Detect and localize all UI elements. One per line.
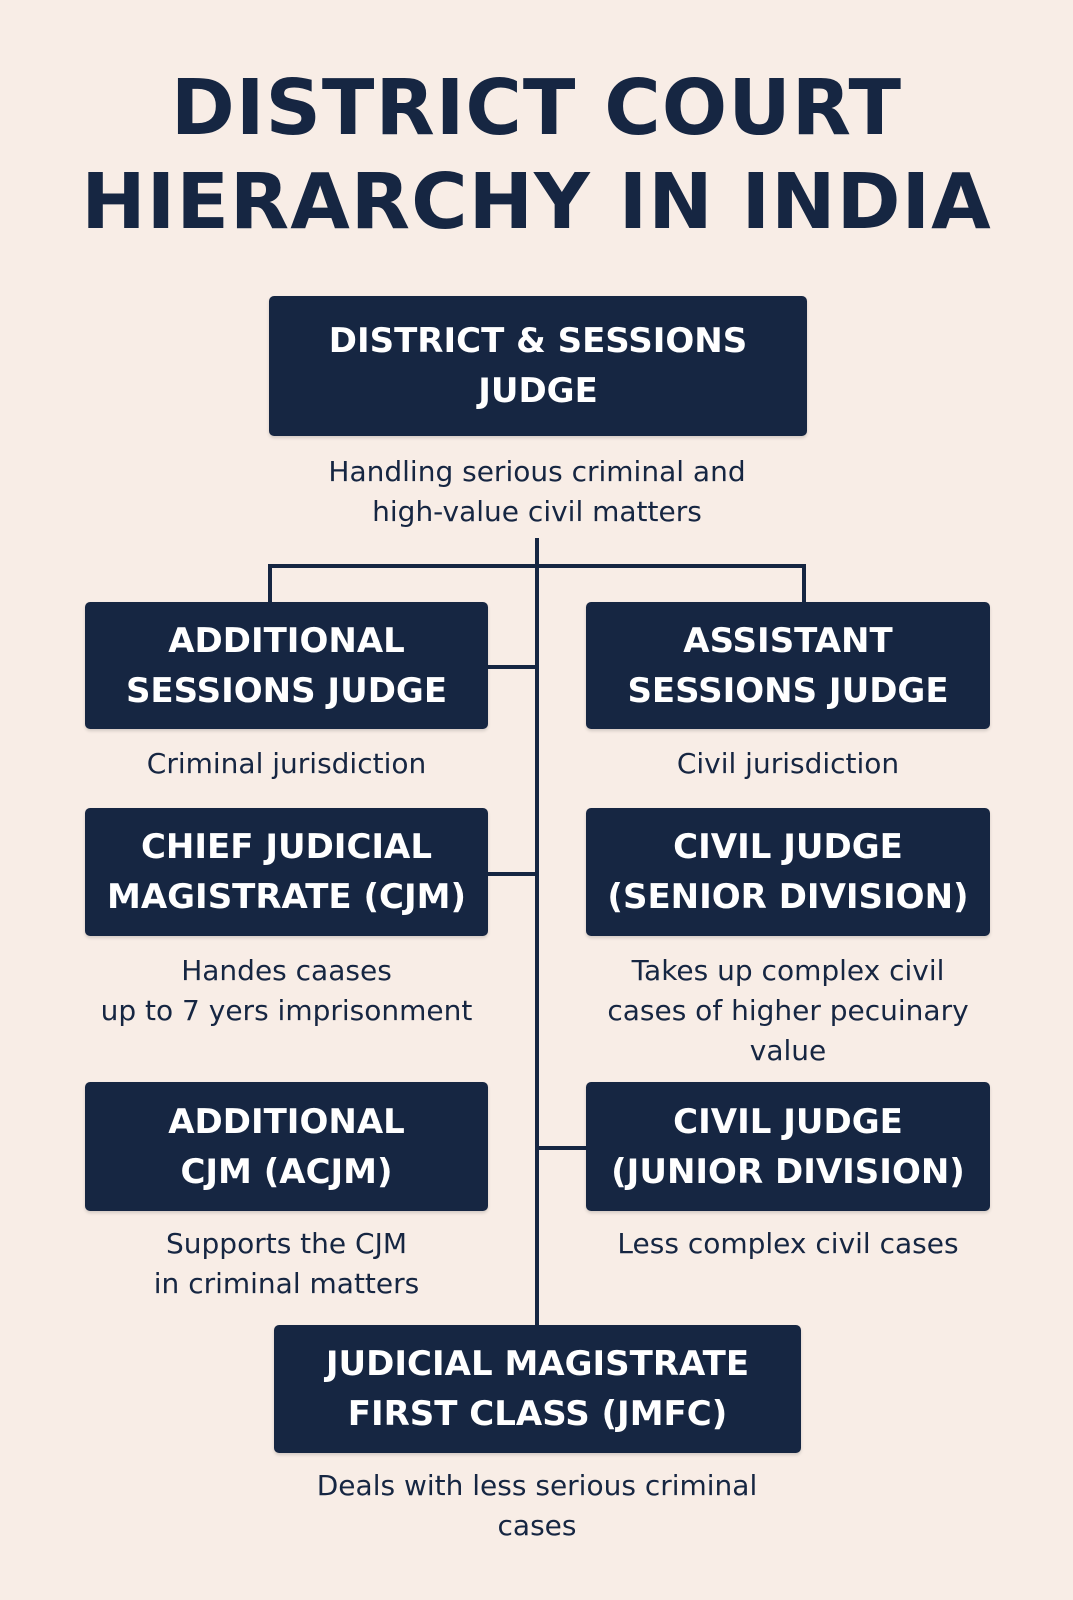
district-sessions-judge-box: DISTRICT & SESSIONS JUDGE — [269, 296, 807, 436]
civil-judge-junior-title-line-1: CIVIL JUDGE — [673, 1101, 903, 1142]
civil-judge-senior-description-line-2: cases of higher pecuinary — [607, 994, 969, 1027]
assistant-sessions-judge-box: ASSISTANT SESSIONS JUDGE — [586, 602, 990, 729]
additional-sessions-judge-description-line-1: Criminal jurisdiction — [146, 747, 427, 780]
civil-judge-junior-box: CIVIL JUDGE (JUNIOR DIVISION) — [586, 1082, 990, 1211]
jmfc-description: Deals with less serious criminal cases — [237, 1466, 837, 1546]
assistant-sessions-judge-title-line-1: ASSISTANT — [683, 620, 893, 661]
civil-judge-senior-description-line-3: value — [749, 1034, 827, 1067]
civil-judge-senior-box: CIVIL JUDGE (SENIOR DIVISION) — [586, 808, 990, 936]
chief-judicial-magistrate-title-line-2: MAGISTRATE (CJM) — [106, 877, 466, 917]
district-sessions-judge-title-line-2: JUDGE — [478, 371, 598, 411]
chief-judicial-magistrate-description-line-1: Handes caases — [181, 954, 392, 987]
assistant-sessions-judge-description-line-1: Civil jurisdiction — [676, 747, 900, 780]
additional-cjm-box: ADDITIONAL CJM (ACJM) — [85, 1082, 488, 1211]
additional-sessions-judge-description: Criminal jurisdiction — [85, 744, 488, 784]
chief-judicial-magistrate-description: Handes caases up to 7 yers imprisonment — [70, 951, 503, 1031]
additional-sessions-judge-title-line-2: SESSIONS JUDGE — [125, 670, 448, 711]
chief-judicial-magistrate-description-line-2: up to 7 yers imprisonment — [100, 994, 473, 1027]
additional-cjm-title-line-2: CJM (ACJM) — [180, 1151, 393, 1192]
jmfc-description-line-2: cases — [497, 1509, 577, 1542]
district-sessions-judge-description-line-1: Handling serious criminal and — [328, 455, 746, 488]
civil-judge-junior-description: Less complex civil cases — [586, 1224, 990, 1264]
chief-judicial-magistrate-title-line-1: CHIEF JUDICIAL — [140, 827, 433, 867]
assistant-sessions-judge-title-line-2: SESSIONS JUDGE — [627, 670, 949, 711]
district-sessions-judge-title-line-1: DISTRICT & SESSIONS — [328, 321, 748, 361]
page-title-line-2: HIERARCHY IN INDIA — [81, 158, 992, 247]
assistant-sessions-judge-description: Civil jurisdiction — [586, 744, 990, 784]
additional-cjm-description: Supports the CJM in criminal matters — [85, 1224, 488, 1304]
civil-judge-junior-description-line-1: Less complex civil cases — [617, 1227, 959, 1260]
jmfc-title-line-1: JUDICIAL MAGISTRATE — [325, 1344, 750, 1384]
additional-sessions-judge-box: ADDITIONAL SESSIONS JUDGE — [85, 602, 488, 729]
additional-cjm-description-line-1: Supports the CJM — [166, 1227, 407, 1260]
civil-judge-junior-title-line-2: (JUNIOR DIVISION) — [611, 1151, 965, 1192]
civil-judge-senior-description: Takes up complex civil cases of higher p… — [571, 951, 1005, 1071]
civil-judge-senior-title-line-2: (SENIOR DIVISION) — [607, 877, 969, 917]
page-title: DISTRICT COURT HIERARCHY IN INDIA — [0, 62, 1073, 250]
additional-cjm-description-line-2: in criminal matters — [153, 1267, 420, 1300]
additional-sessions-judge-title-line-1: ADDITIONAL — [168, 620, 405, 661]
civil-judge-senior-description-line-1: Takes up complex civil — [631, 954, 945, 987]
chief-judicial-magistrate-box: CHIEF JUDICIAL MAGISTRATE (CJM) — [85, 808, 488, 936]
civil-judge-senior-title-line-1: CIVIL JUDGE — [673, 827, 903, 867]
jmfc-title-line-2: FIRST CLASS (JMFC) — [347, 1394, 728, 1434]
jmfc-box: JUDICIAL MAGISTRATE FIRST CLASS (JMFC) — [274, 1325, 801, 1453]
district-sessions-judge-description-line-2: high-value civil matters — [372, 495, 702, 528]
page-title-line-1: DISTRICT COURT — [170, 64, 903, 153]
district-sessions-judge-description: Handling serious criminal and high-value… — [237, 452, 837, 532]
jmfc-description-line-1: Deals with less serious criminal — [316, 1469, 758, 1502]
additional-cjm-title-line-1: ADDITIONAL — [168, 1101, 405, 1142]
